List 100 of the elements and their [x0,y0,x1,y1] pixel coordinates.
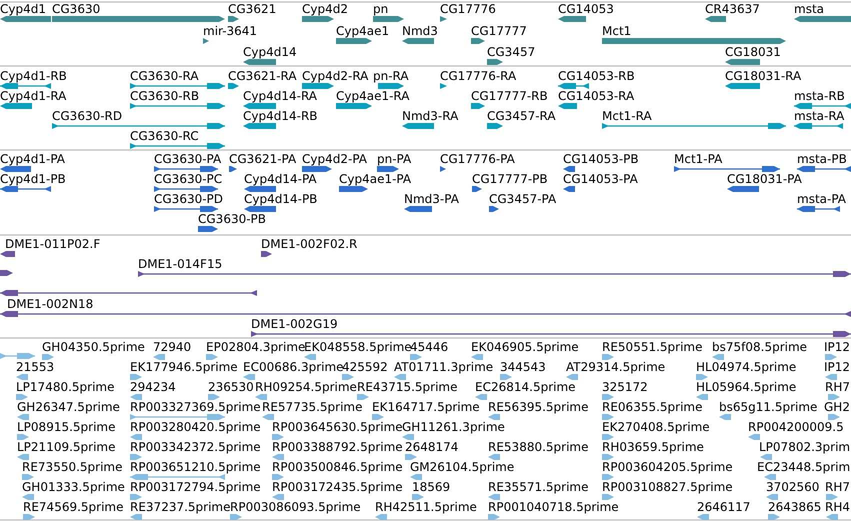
feature-label: Nmd3 [402,25,438,38]
feature-label: Cyp4d14-RB [243,110,318,123]
feature-label: RP003327369.5prime [130,401,261,414]
feature-label: 2646117 [697,501,750,514]
feature-label: EK177946.5prime [130,361,238,374]
feature-label: CG3457-PA [489,193,556,206]
feature-label: RH7 [825,381,850,394]
feature-label: Cyp4d14-PA [244,173,317,186]
feature-label: 2648174 [405,441,458,454]
feature-label: 425592 [342,361,388,374]
feature-label: RE50551.5prime [602,341,702,354]
feature-label: CG17776-RA [440,70,516,83]
feature-label: RE73550.5prime [22,461,122,474]
feature-label: CG3630-RB [130,90,200,103]
feature-label: EK048558.5prime [304,341,412,354]
feature-label: GH26347.5prime [17,401,120,414]
feature-label: EK046905.5prime [471,341,579,354]
feature-label: 236530 [208,381,254,394]
feature-label: CG18031-RA [725,70,802,83]
feature-label: RP003604205.5prime [602,461,733,474]
feature-label: bs65g11.5prime [719,401,818,414]
feature-label: CG3630-PA [154,153,222,166]
feature-label: CG14053-PB [563,153,639,166]
feature-label: CG3630-RD [52,110,122,123]
feature-label: RE35571.5prime [488,481,588,494]
feature-label: RP003172794.5prime [130,481,261,494]
feature-label: RH42511.5prime [375,501,477,514]
feature-label: RE56395.5prime [488,401,588,414]
feature-label: RP001040718.5prime [488,501,619,514]
feature-label: msta-RB [794,90,845,103]
feature-label: IP12 [824,361,850,374]
feature-label: CG3630 [52,3,100,16]
feature-label: 344543 [500,361,546,374]
feature-label: DME1-002G19 [251,318,338,331]
feature-label: RP003388792.5prime [272,441,403,454]
feature-label: Cyp4d1-PA [0,153,65,166]
feature-label: msta-PA [797,193,846,206]
feature-label: RE57735.5prime [262,401,362,414]
feature-label: pn-RA [373,70,409,83]
feature-label: pn-PA [377,153,412,166]
feature-label: CG3621-RA [228,70,297,83]
feature-label: CG3630-PC [154,173,222,186]
feature-label: LP08915.5prime [17,421,116,434]
feature-label: RE06355.5prime [602,401,702,414]
feature-label: CG3457-RA [487,110,556,123]
feature-label: RP003342372.5prime [130,441,261,454]
feature-label: DME1-014F15 [138,258,222,271]
feature-label: msta-PB [797,153,847,166]
feature-label: RE37237.5prime [130,501,230,514]
feature-label: CG17776 [440,3,496,16]
feature-label: Cyp4d14-RA [243,90,318,103]
feature-label: GH04350.5prime [42,341,145,354]
feature-label: EC00686.3prime [243,361,344,374]
feature-label: CG3621 [228,3,276,16]
feature-label: CG17777 [471,25,527,38]
feature-label: Mct1-RA [602,110,652,123]
feature-label: msta-RA [794,110,844,123]
feature-label: CG14053-PA [563,173,638,186]
feature-label: Cyp4d2 [302,3,348,16]
feature-label: RP003651210.5prime [130,461,261,474]
feature-label: Cyp4d1 [0,3,46,16]
feature-label: Cyp4d2-RA [302,70,368,83]
feature-label: RE43715.5prime [357,381,458,394]
feature-label: CG17776-PA [440,153,515,166]
feature-label: RP003086093.5prime [230,501,361,514]
feature-label: HL04974.5prime [696,361,796,374]
feature-label: CG3457 [487,46,536,59]
feature-label: HL05964.5prime [696,381,796,394]
feature-label: mir-3641 [203,25,258,38]
feature-label: LP17480.5prime [16,381,115,394]
feature-label: RP003645630.5prime [272,421,403,434]
feature-label: CG3630-RC [130,130,199,143]
feature-label: GM26104.5prime [410,461,514,474]
feature-label: Nmd3-PA [404,193,459,206]
feature-label: AT29314.5prime [566,361,666,374]
feature-label: Cyp4ae1-RA [336,90,410,103]
feature-label: bs75f08.5prime [712,341,808,354]
feature-label: 18569 [412,481,450,494]
feature-label: 72940 [153,341,192,354]
feature-label: LP21109.5prime [17,441,116,454]
feature-label: CG14053-RA [558,90,634,103]
feature-label: msta [794,3,824,16]
feature-label: CG3630-PB [198,213,266,226]
feature-label: 45446 [410,341,448,354]
feature-label: CG18031-PA [727,173,802,186]
feature-label: CG17777-RB [471,90,548,103]
feature-label: EP02804.3prime [206,341,306,354]
feature-label: CG14053 [558,3,614,16]
feature-label: AT01711.3prime [394,361,494,374]
feature-label: CR43637 [705,3,760,16]
feature-label: RP003280420.5prime [130,421,261,434]
feature-label: RH4 [825,501,850,514]
feature-label: Mct1-PA [674,153,722,166]
feature-label: RE74569.5prime [23,501,124,514]
feature-label: Mct1 [602,25,632,38]
feature-label: Cyp4d1-RA [0,90,66,103]
feature-label: Cyp4d14-PB [244,193,318,206]
feature-label: RH03659.5prime [602,441,704,454]
feature-label: Cyp4d14 [243,46,297,59]
feature-label: 21553 [16,361,54,374]
